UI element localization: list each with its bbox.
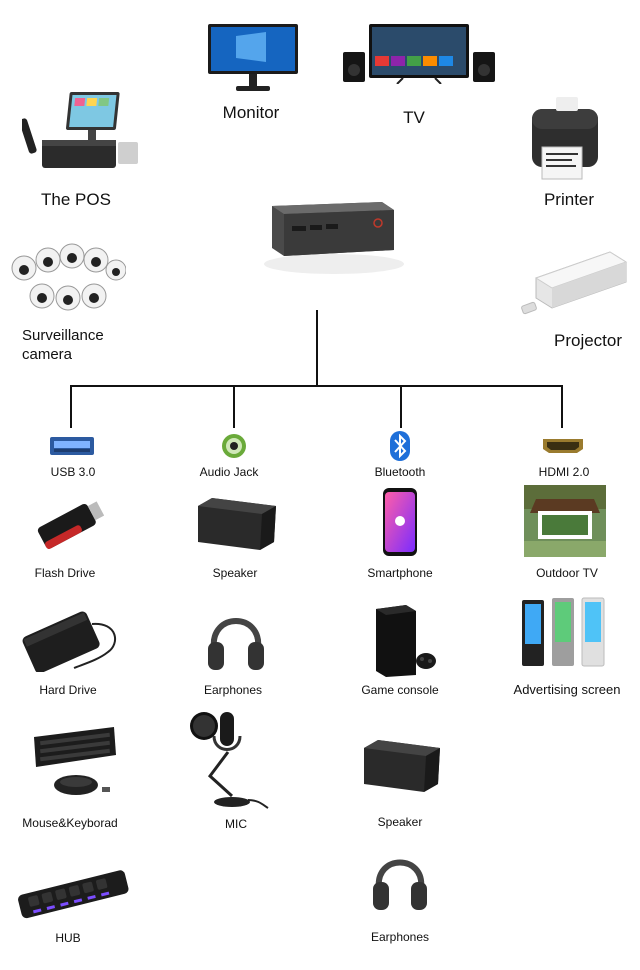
earphones-label-audio: Earphones	[203, 683, 263, 697]
hub-image	[16, 866, 132, 920]
audio-jack-icon	[221, 433, 247, 459]
hdmi-port-label: HDMI 2.0	[538, 465, 590, 479]
game-console-image	[372, 603, 438, 677]
speaker-label-audio: Speaker	[212, 566, 258, 580]
mouse-keyboard-label: Mouse&Keyborad	[22, 816, 118, 830]
projector-label: Projector	[553, 331, 623, 350]
bluetooth-label: Bluetooth	[374, 465, 426, 479]
hub-label: HUB	[55, 931, 81, 945]
advertising-screen-label: Advertising screen	[513, 682, 621, 697]
branch-drop-audio	[233, 385, 235, 428]
earphones-label-bluetooth: Earphones	[370, 930, 430, 944]
mini-pc-image	[262, 198, 412, 278]
surveillance-camera-label-1: Surveillance	[22, 327, 104, 344]
monitor-image	[206, 22, 300, 94]
smartphone-label: Smartphone	[367, 566, 433, 580]
flash-drive-image	[34, 495, 104, 553]
usb-port-label: USB 3.0	[50, 465, 96, 479]
hard-drive-image	[22, 608, 122, 672]
advertising-screen-image	[520, 596, 608, 670]
surveillance-camera-label-2: camera	[22, 346, 73, 363]
mic-image	[188, 704, 272, 810]
surveillance-camera-image	[6, 238, 126, 318]
pos-image	[22, 90, 142, 174]
trunk-line	[316, 310, 318, 386]
branch-drop-usb	[70, 385, 72, 428]
speaker-image-bluetooth	[360, 738, 442, 794]
hard-drive-label: Hard Drive	[39, 683, 97, 697]
branch-drop-hdmi	[561, 385, 563, 428]
outdoor-tv-label: Outdoor TV	[536, 566, 598, 580]
branch-line	[70, 385, 563, 387]
speaker-image-audio	[194, 496, 278, 552]
flash-drive-label: Flash Drive	[34, 566, 96, 580]
smartphone-image	[382, 487, 418, 557]
monitor-label: Monitor	[222, 103, 280, 122]
outdoor-tv-image	[524, 485, 606, 557]
game-console-label: Game console	[361, 683, 439, 697]
bluetooth-icon	[390, 431, 410, 461]
hdmi-port-icon	[541, 437, 585, 455]
earphones-image-audio	[206, 606, 266, 674]
mic-label: MIC	[225, 817, 247, 831]
tv-image	[343, 22, 495, 84]
audio-jack-label: Audio Jack	[199, 465, 259, 479]
pos-label: The POS	[41, 190, 111, 209]
branch-drop-bluetooth	[400, 385, 402, 428]
projector-image	[520, 248, 630, 320]
usb-port-icon	[49, 436, 95, 456]
tv-label: TV	[403, 108, 425, 127]
speaker-label-bluetooth: Speaker	[377, 815, 423, 829]
earphones-image-bluetooth	[371, 848, 429, 914]
printer-image	[528, 95, 602, 181]
printer-label: Printer	[543, 190, 595, 209]
mouse-keyboard-image	[30, 725, 120, 799]
